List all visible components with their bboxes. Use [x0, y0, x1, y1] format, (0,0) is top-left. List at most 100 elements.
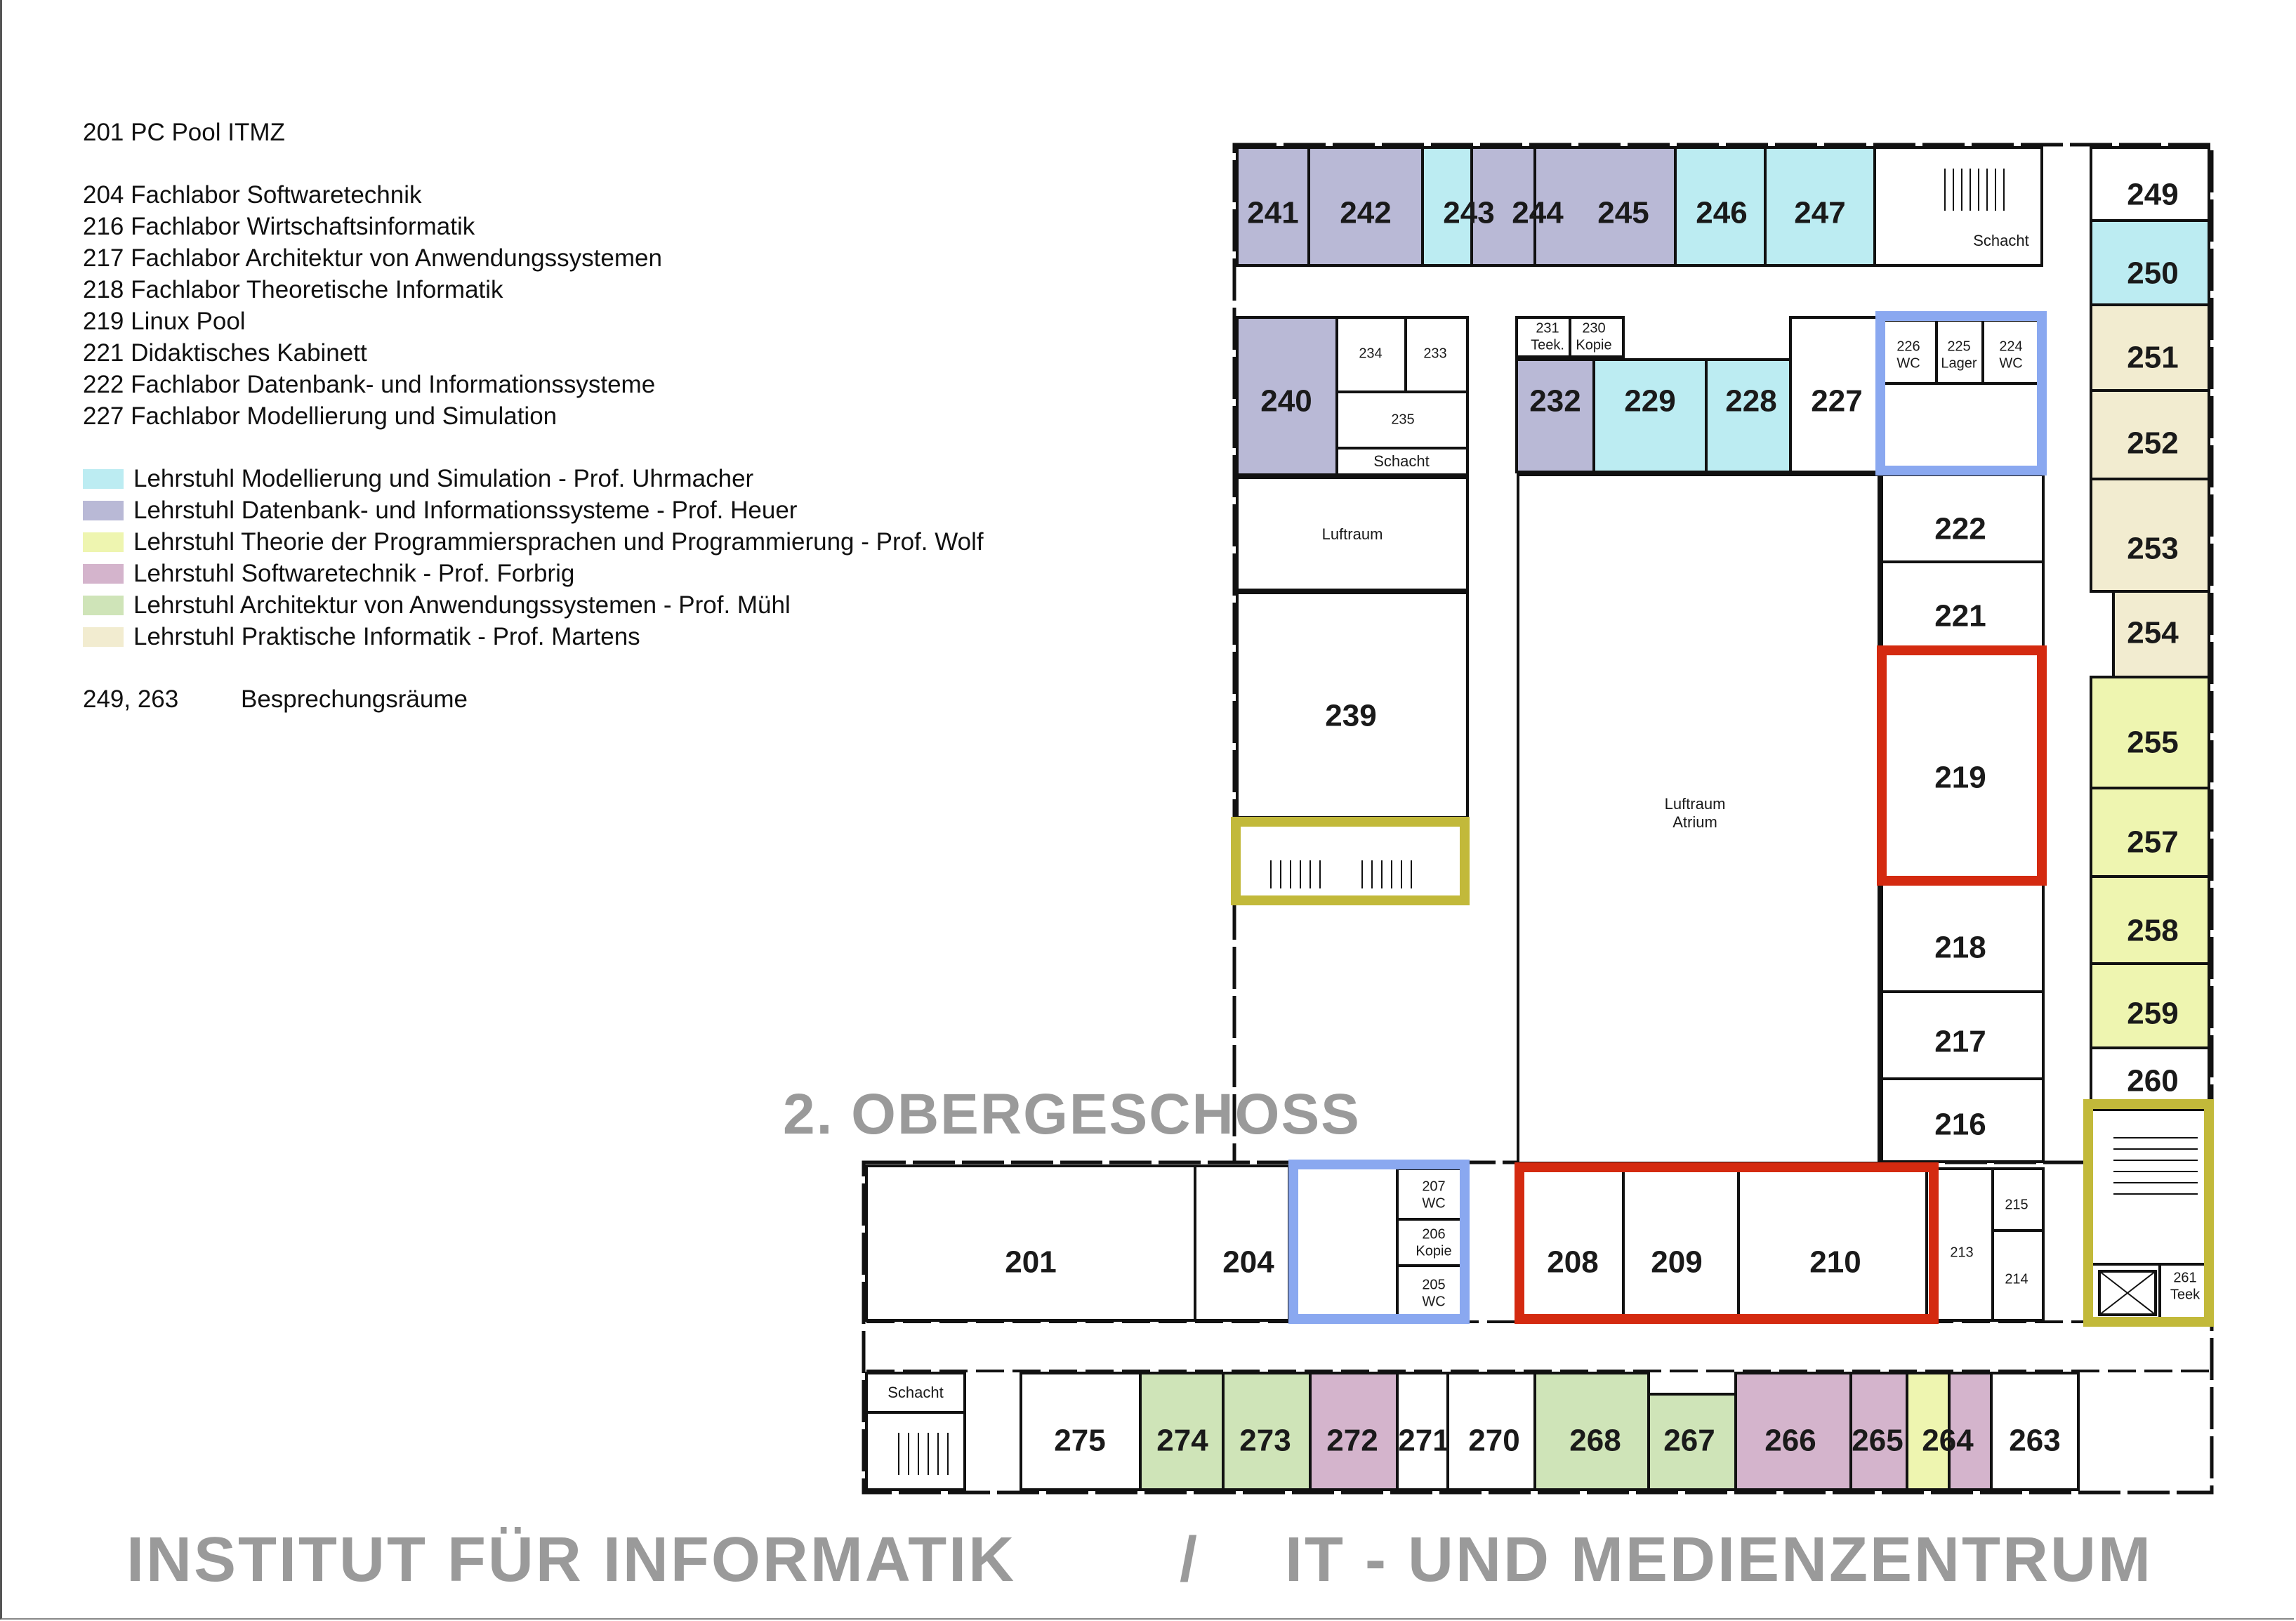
- label-266: 266: [1764, 1424, 1816, 1458]
- room-273: [1222, 1372, 1312, 1491]
- label-kopie-206: Kopie: [1416, 1243, 1451, 1259]
- room-201: [865, 1164, 1196, 1322]
- legend-chair-label: Lehrstuhl Praktische Informatik - Prof. …: [133, 623, 640, 650]
- label-atrium-2: Atrium: [1672, 813, 1717, 831]
- label-schacht-south: Schacht: [888, 1384, 944, 1401]
- room-257: [2090, 787, 2210, 878]
- room-271: [1396, 1372, 1449, 1491]
- label-274: 274: [1156, 1424, 1208, 1458]
- label-254: 254: [2127, 616, 2179, 650]
- label-207: 207: [1422, 1179, 1445, 1194]
- highlight-208-210: [1515, 1162, 1939, 1324]
- label-218: 218: [1934, 931, 1986, 965]
- label-228: 228: [1725, 384, 1776, 419]
- legend-lab: 218 Fachlabor Theoretische Informatik: [83, 276, 503, 303]
- label-252: 252: [2127, 426, 2178, 461]
- label-263: 263: [2009, 1424, 2060, 1458]
- room-249: [2090, 146, 2210, 222]
- room-233: [1404, 316, 1469, 393]
- legend-chair: Lehrstuhl Datenbank- und Informationssys…: [83, 494, 984, 526]
- room-209: [1622, 1167, 1740, 1319]
- label-259: 259: [2127, 997, 2178, 1031]
- label-265: 265: [1852, 1424, 1903, 1458]
- room-270: [1446, 1372, 1536, 1491]
- label-219: 219: [1934, 761, 1986, 795]
- legend-lab: 219 Linux Pool: [83, 308, 246, 335]
- label-273: 273: [1239, 1424, 1291, 1458]
- label-lager-225: Lager: [1941, 355, 1977, 371]
- room-268: [1533, 1372, 1650, 1491]
- legend-chair-label: Lehrstuhl Architektur von Anwendungssyst…: [133, 591, 791, 619]
- room-234: [1335, 316, 1407, 393]
- room-229: [1592, 358, 1708, 473]
- label-wc-224: WC: [1999, 355, 2022, 371]
- label-267: 267: [1663, 1424, 1715, 1458]
- legend-chair-label: Lehrstuhl Theorie der Programmiersprache…: [133, 528, 984, 556]
- floor-title: 2. OBERGESCHOSS: [783, 1082, 1361, 1146]
- room-250: [2090, 219, 2210, 306]
- label-250: 250: [2127, 256, 2178, 291]
- label-230: 230: [1582, 320, 1605, 336]
- label-270: 270: [1468, 1424, 1519, 1458]
- room-264-yellow: [1906, 1372, 1951, 1491]
- stair-north: [1873, 146, 2043, 267]
- label-208: 208: [1547, 1245, 1598, 1280]
- legend-chair: Lehrstuhl Modellierung und Simulation - …: [83, 463, 984, 494]
- label-261: 261: [2173, 1270, 2196, 1285]
- room-253: [2090, 478, 2210, 593]
- label-214: 214: [2005, 1271, 2028, 1287]
- room-243: [1421, 146, 1473, 267]
- room-244: [1470, 146, 1536, 267]
- highlight-stair-east: [2083, 1099, 2214, 1327]
- footer-slash: /: [1180, 1525, 1200, 1595]
- label-206: 206: [1422, 1226, 1445, 1242]
- highlight-219: [1877, 645, 2047, 886]
- legend: 201 PC Pool ITMZ 204 Fachlabor Softwaret…: [83, 117, 984, 715]
- room-208: [1519, 1167, 1625, 1319]
- room-221: [1880, 560, 2045, 653]
- room-265: [1849, 1372, 1908, 1491]
- room-numbers: 241 242 243 244 245 246 247 249 250 251 …: [1005, 178, 2179, 1458]
- room-218: [1880, 881, 2045, 993]
- label-210: 210: [1809, 1245, 1861, 1280]
- legend-chair-label: Lehrstuhl Modellierung und Simulation - …: [133, 465, 754, 492]
- room-219: [1880, 650, 2045, 884]
- room-274: [1139, 1372, 1225, 1491]
- room-255: [2090, 676, 2210, 789]
- legend-chair: Lehrstuhl Architektur von Anwendungssyst…: [83, 589, 984, 621]
- legend-lab: 217 Fachlabor Architektur von Anwendungs…: [83, 244, 662, 272]
- label-222: 222: [1934, 512, 1986, 546]
- label-245: 245: [1597, 196, 1649, 230]
- room-266: [1734, 1372, 1852, 1491]
- label-264: 264: [1922, 1424, 1974, 1458]
- legend-chair: Lehrstuhl Praktische Informatik - Prof. …: [83, 621, 984, 652]
- label-216: 216: [1934, 1108, 1986, 1142]
- legend-lab: 222 Fachlabor Datenbank- und Information…: [83, 371, 656, 398]
- room-247: [1764, 146, 1876, 267]
- legend-chair: Lehrstuhl Softwaretechnik - Prof. Forbri…: [83, 558, 984, 589]
- label-luftraum: Luftraum: [1322, 525, 1383, 543]
- label-258: 258: [2127, 914, 2178, 948]
- label-221: 221: [1934, 599, 1986, 634]
- label-215: 215: [2005, 1197, 2028, 1212]
- label-268: 268: [1569, 1424, 1621, 1458]
- highlight-wc-north: [1875, 311, 2047, 475]
- room-240: [1236, 316, 1338, 476]
- legend-swatch: [83, 627, 124, 647]
- room-242: [1307, 146, 1424, 267]
- label-wc-207: WC: [1422, 1195, 1445, 1211]
- label-234: 234: [1359, 346, 1382, 361]
- label-209: 209: [1651, 1245, 1702, 1280]
- room-217: [1880, 990, 2045, 1080]
- label-229: 229: [1624, 384, 1675, 419]
- stair-south: [865, 1411, 966, 1491]
- small-room-labels: 234 233 235 231 230 226 225 224 207 206 …: [888, 232, 2201, 1401]
- legend-chair-label: Lehrstuhl Datenbank- und Informationssys…: [133, 497, 798, 524]
- label-217: 217: [1934, 1025, 1986, 1059]
- label-wc-226: WC: [1896, 355, 1920, 371]
- label-253: 253: [2127, 532, 2178, 566]
- label-teek-231: Teek.: [1531, 337, 1564, 353]
- room-263: [1990, 1372, 2080, 1491]
